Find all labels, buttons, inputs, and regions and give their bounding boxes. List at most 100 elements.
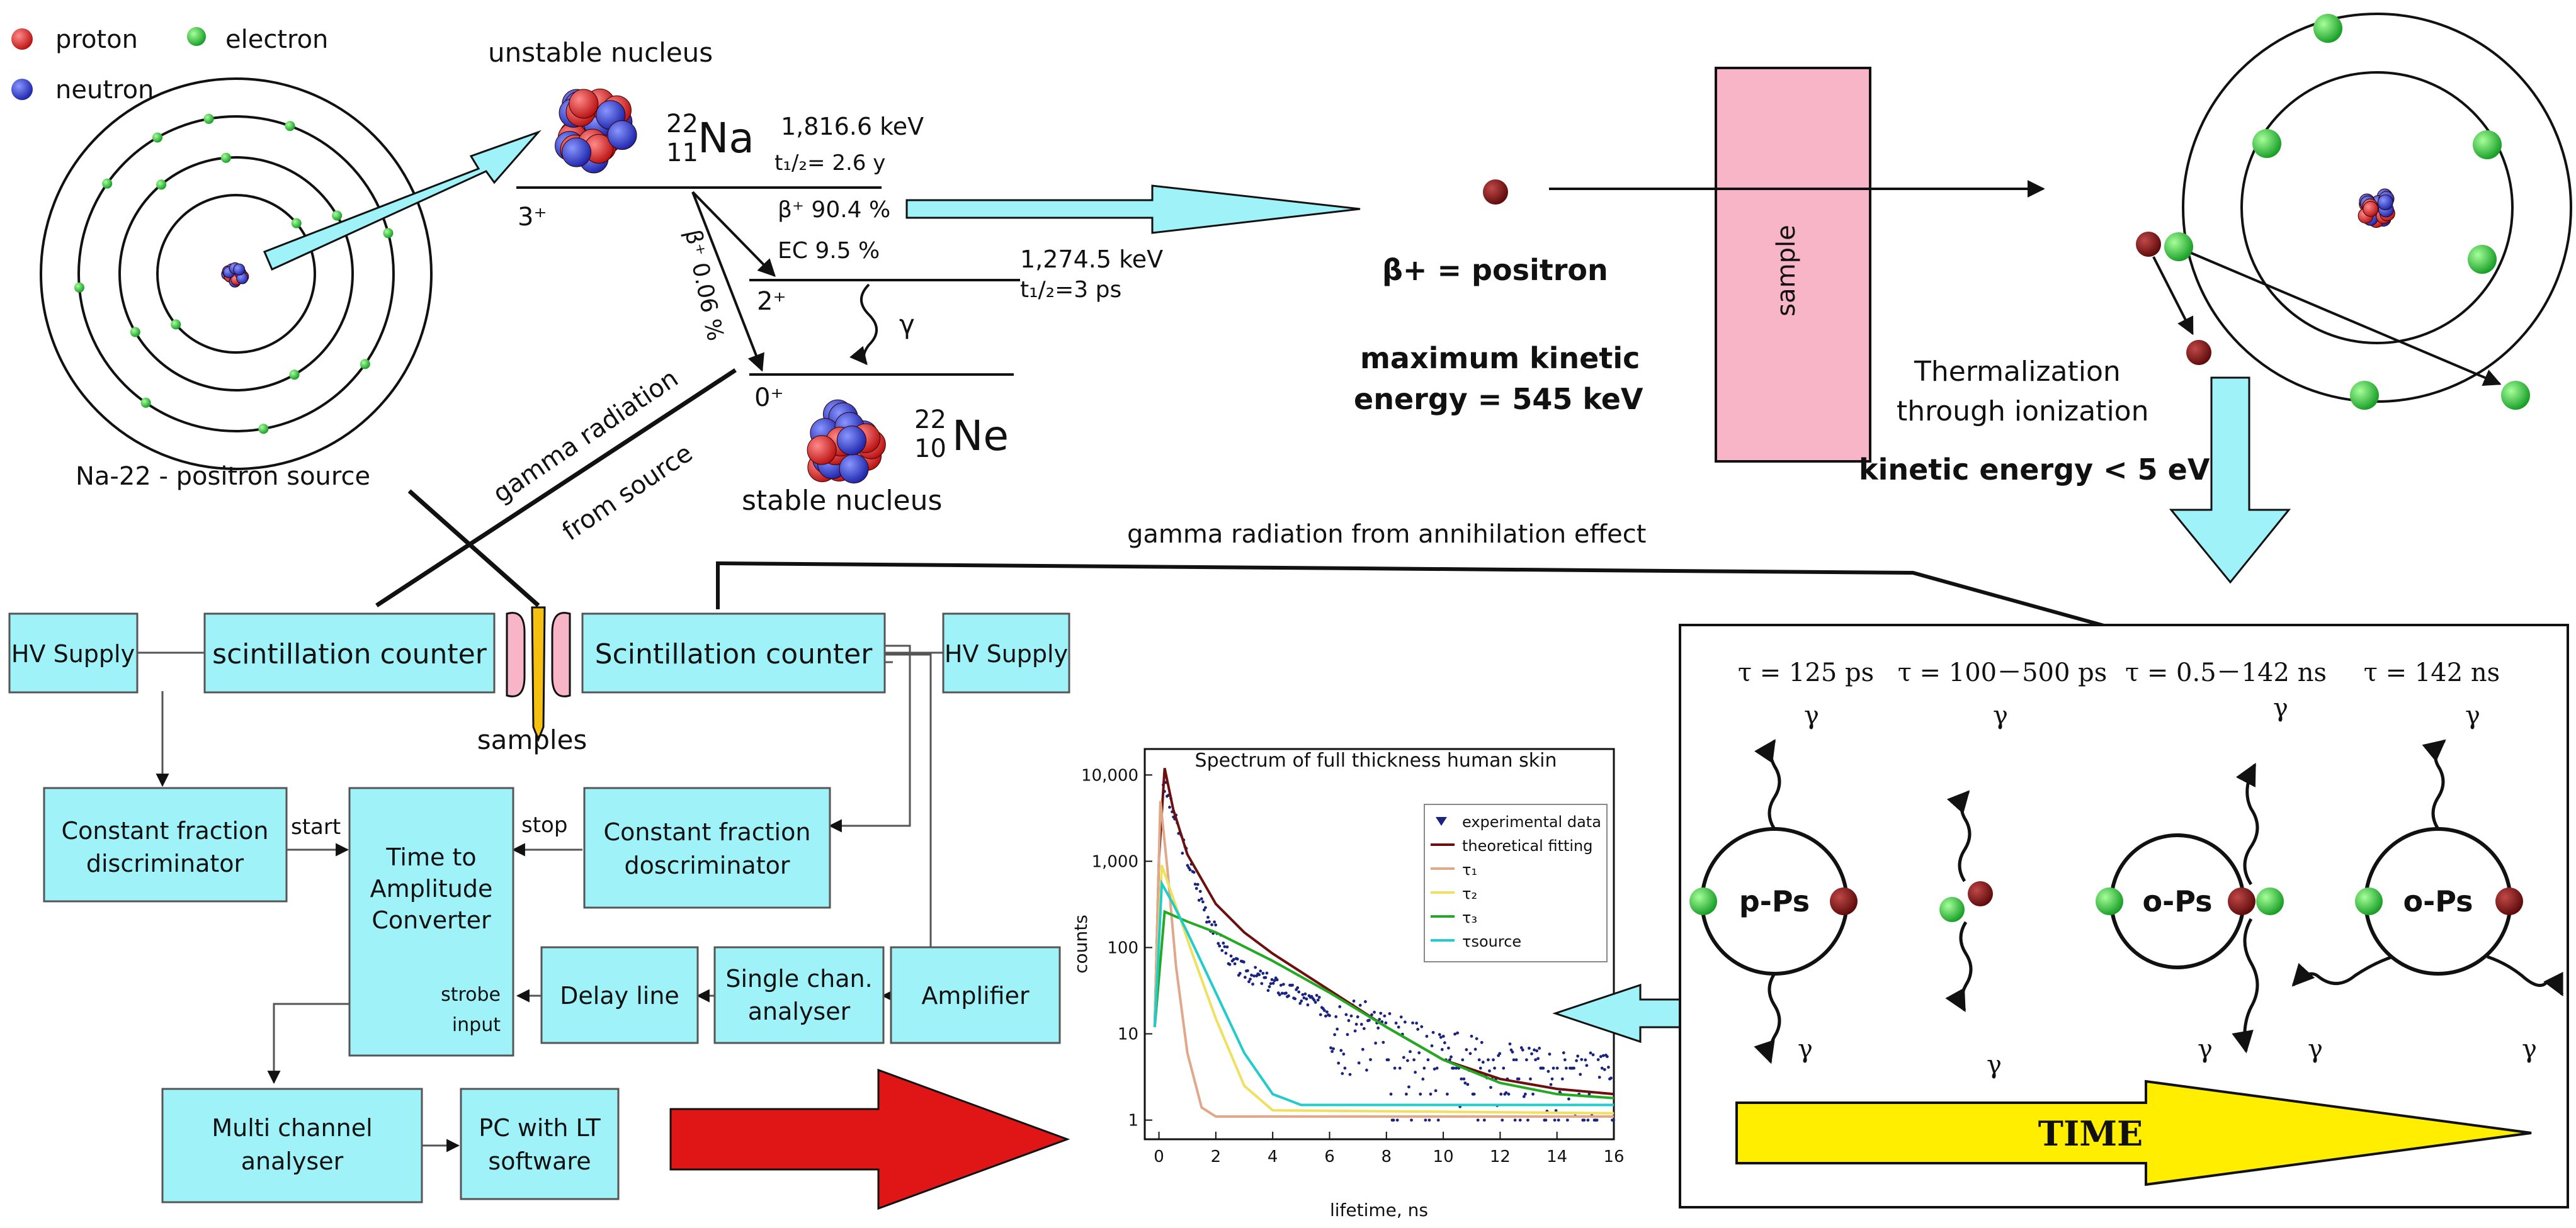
data-point <box>1297 990 1301 994</box>
data-point <box>1254 966 1257 969</box>
data-point <box>1403 1020 1407 1024</box>
data-point <box>1389 1092 1393 1096</box>
nucleon <box>807 435 837 465</box>
x-tick-label: 10 <box>1433 1147 1454 1166</box>
time-arrow <box>1735 1079 2532 1186</box>
na-z: 11 <box>666 138 698 167</box>
data-point <box>1575 1059 1579 1062</box>
data-point <box>1270 977 1274 981</box>
data-point <box>1252 974 1256 977</box>
strobe-line1: strobe <box>441 984 501 1006</box>
data-point <box>1188 868 1192 872</box>
hv-supply-right-label: HV Supply <box>945 640 1068 668</box>
data-point <box>1441 1035 1445 1038</box>
data-point <box>1324 1014 1327 1018</box>
data-point <box>1222 941 1225 945</box>
gamma-label: γ <box>2465 701 2480 730</box>
x-tick-label: 2 <box>1211 1147 1222 1166</box>
data-point <box>1235 957 1239 961</box>
data-point <box>1425 1035 1429 1038</box>
na-mass: 22 <box>666 110 698 138</box>
spin-3plus: 3⁺ <box>518 203 547 232</box>
hv-supply-left-label: HV Supply <box>11 640 135 668</box>
target-atom <box>2136 13 2572 410</box>
data-point <box>1430 1044 1434 1047</box>
scint-right-label: Scintillation counter <box>595 638 873 670</box>
amplifier <box>890 946 1061 1044</box>
data-point <box>1269 982 1273 986</box>
electronics: HV Supply scintillation counter samples … <box>8 606 1070 1203</box>
data-point <box>1383 1014 1387 1018</box>
electron-icon <box>140 397 151 408</box>
data-point <box>1609 1076 1613 1080</box>
na-source-label: Na-22 - positron source <box>76 462 370 491</box>
data-point <box>1518 1118 1522 1122</box>
series-line-1 <box>1153 767 1614 1096</box>
data-point <box>1407 1085 1410 1089</box>
samples-label: samples <box>477 724 587 755</box>
data-point <box>1426 1058 1430 1062</box>
data-point <box>1499 1092 1503 1096</box>
electron-icon <box>2468 245 2497 274</box>
data-point <box>1502 1066 1506 1070</box>
electron-icon <box>152 132 162 143</box>
data-point <box>1197 898 1201 902</box>
data-point <box>1223 945 1227 949</box>
data-point <box>1378 1018 1382 1021</box>
scint-left-label: scintillation counter <box>212 638 487 670</box>
data-point <box>1538 1047 1541 1050</box>
electron-icon <box>2252 129 2281 158</box>
data-point <box>1363 1000 1367 1003</box>
cfd-left-line1: Constant fraction <box>62 817 269 845</box>
data-point <box>1296 986 1300 989</box>
pps-label: p-Ps <box>1739 884 1810 918</box>
data-point <box>1213 920 1217 924</box>
series-line-5 <box>1153 879 1614 1107</box>
data-point <box>1550 1077 1554 1081</box>
positron-icon <box>1968 881 1993 906</box>
data-point <box>1201 900 1205 904</box>
data-point <box>1341 1072 1344 1076</box>
data-point <box>1393 1066 1397 1070</box>
data-point <box>1301 993 1305 996</box>
tac-line2: Amplitude <box>370 875 493 903</box>
data-point <box>1329 1046 1332 1050</box>
data-point <box>1595 1118 1599 1122</box>
x-tick-label: 8 <box>1382 1147 1392 1166</box>
x-tick-label: 12 <box>1490 1147 1511 1166</box>
legend-entry: τ₁ <box>1462 861 1477 879</box>
data-point <box>1498 1052 1502 1056</box>
data-point <box>1300 999 1303 1003</box>
delay-line-label: Delay line <box>560 982 679 1010</box>
data-point <box>1481 1061 1485 1064</box>
annihilation-gamma-label: gamma radiation from annihilation effect <box>1127 520 1646 549</box>
data-point <box>1600 1066 1604 1070</box>
data-point <box>1347 1019 1351 1022</box>
time-to-amplitude-converter <box>348 787 514 1057</box>
data-point <box>1462 1077 1466 1081</box>
data-point <box>1579 1073 1582 1076</box>
max-ke-line1: maximum kinetic <box>1360 341 1640 375</box>
sca-line2: analyser <box>748 998 851 1025</box>
hv-supply-right <box>942 612 1070 694</box>
data-point <box>1306 1003 1310 1006</box>
data-point <box>1411 1021 1414 1025</box>
data-point <box>1447 1046 1450 1050</box>
x-tick-label: 0 <box>1154 1147 1164 1166</box>
data-point <box>1603 1067 1606 1071</box>
y-tick-label: 10,000 <box>1081 766 1138 785</box>
data-point <box>1395 1118 1399 1122</box>
electron-icon <box>258 424 269 434</box>
data-point <box>1271 981 1275 985</box>
data-point <box>1333 1033 1337 1037</box>
electron-icon <box>1939 897 1965 922</box>
data-point <box>1519 1046 1523 1049</box>
scintillation-counter-right <box>581 612 886 694</box>
particle-legend: proton electron neutron <box>11 25 328 104</box>
data-point <box>1404 1092 1408 1096</box>
y-tick-label: 1 <box>1128 1112 1138 1130</box>
data-point <box>1526 1118 1529 1122</box>
